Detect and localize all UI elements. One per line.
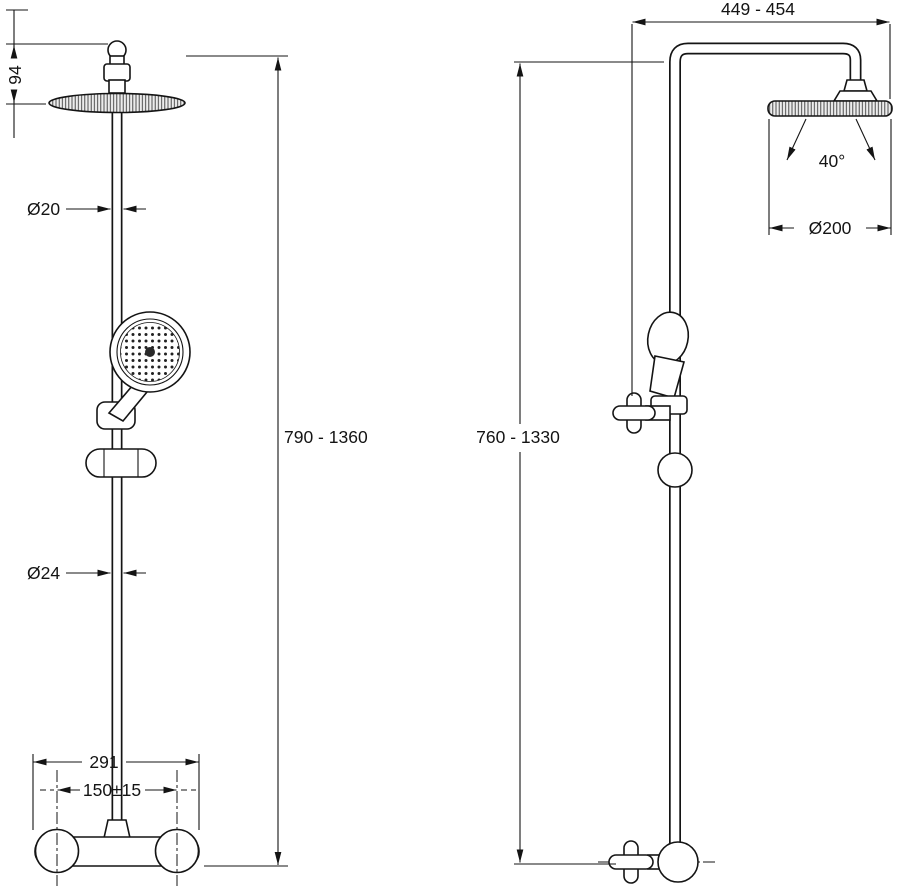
dim-label-291: 291 <box>89 752 118 772</box>
side-view: 449 - 454 40° Ø200 760 - 1330 <box>476 0 893 884</box>
dim-label-94: 94 <box>5 65 25 85</box>
dim-label-760-1330: 760 - 1330 <box>476 427 560 447</box>
dim-side-height-range: 760 - 1330 <box>476 61 664 865</box>
dim-spray-angle: 40° <box>786 118 876 171</box>
front-head-disc <box>48 92 186 114</box>
dim-label-o20: Ø20 <box>27 199 60 219</box>
front-shower-head <box>48 40 186 114</box>
dim-label-40deg: 40° <box>819 151 845 171</box>
dim-label-150-15: 150±15 <box>83 780 141 800</box>
side-mixer-body <box>657 841 699 883</box>
dim-head-diameter: Ø200 <box>768 119 892 238</box>
dim-label-790-1360: 790 - 1360 <box>284 427 368 447</box>
side-mixer-valve <box>598 840 716 884</box>
dim-label-449-454: 449 - 454 <box>721 0 795 19</box>
front-slider-clamp <box>85 448 157 478</box>
side-swivel-connector <box>657 452 693 488</box>
front-hand-shower <box>96 311 191 430</box>
dim-upper-pipe-diameter: Ø20 <box>27 199 146 219</box>
dim-inlet-centers: 150±15 <box>40 770 196 886</box>
dim-label-o24: Ø24 <box>27 563 60 583</box>
side-shower-head <box>767 79 893 117</box>
side-head-disc <box>767 100 893 117</box>
dim-top-arm-reach: 449 - 454 <box>631 0 891 396</box>
dim-lower-pipe-diameter: Ø24 <box>27 563 146 583</box>
dim-mixer-overall-width: 291 <box>32 752 200 830</box>
side-bracket-knob <box>612 392 671 434</box>
dim-front-height-range: 790 - 1360 <box>186 55 368 867</box>
front-mixer-valve <box>34 819 200 874</box>
front-view: 94 Ø20 790 - 1360 Ø24 291 <box>5 9 368 886</box>
side-riser-and-arm <box>669 42 862 872</box>
dim-head-height: 94 <box>5 9 108 138</box>
hand-shower-center-cap <box>145 347 155 357</box>
side-hand-shower <box>646 311 690 415</box>
dim-label-o200: Ø200 <box>809 218 852 238</box>
